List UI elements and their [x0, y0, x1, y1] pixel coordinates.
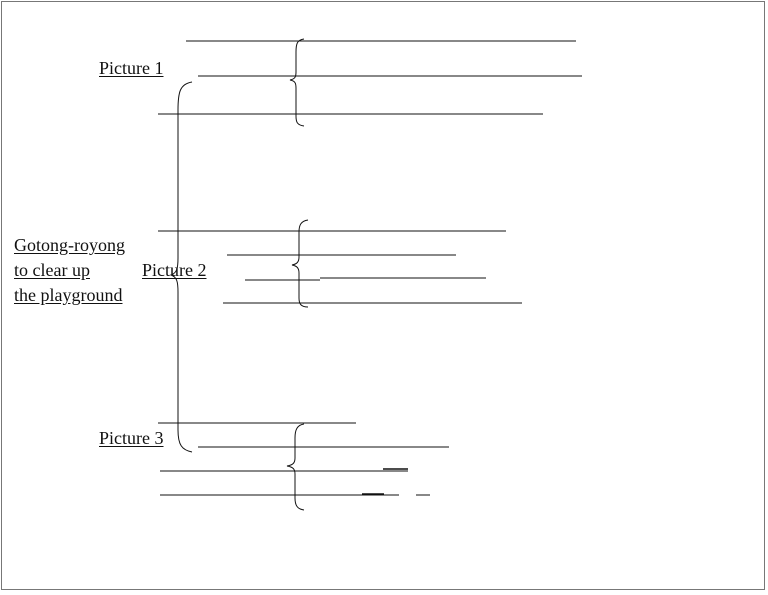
- main-topic-line3: the playground: [14, 285, 123, 305]
- picture-2-label: Picture 2: [142, 260, 207, 280]
- picture-1-brace: [289, 38, 305, 127]
- picture-1-label: Picture 1: [99, 58, 164, 78]
- main-topic-line2: to clear up: [14, 260, 90, 280]
- picture-2-brace: [291, 219, 309, 308]
- picture-3-label: Picture 3: [99, 428, 164, 448]
- main-topic-line1: Gotong-royong: [14, 235, 125, 255]
- main-brace: [169, 81, 193, 453]
- picture-3-brace: [286, 423, 305, 511]
